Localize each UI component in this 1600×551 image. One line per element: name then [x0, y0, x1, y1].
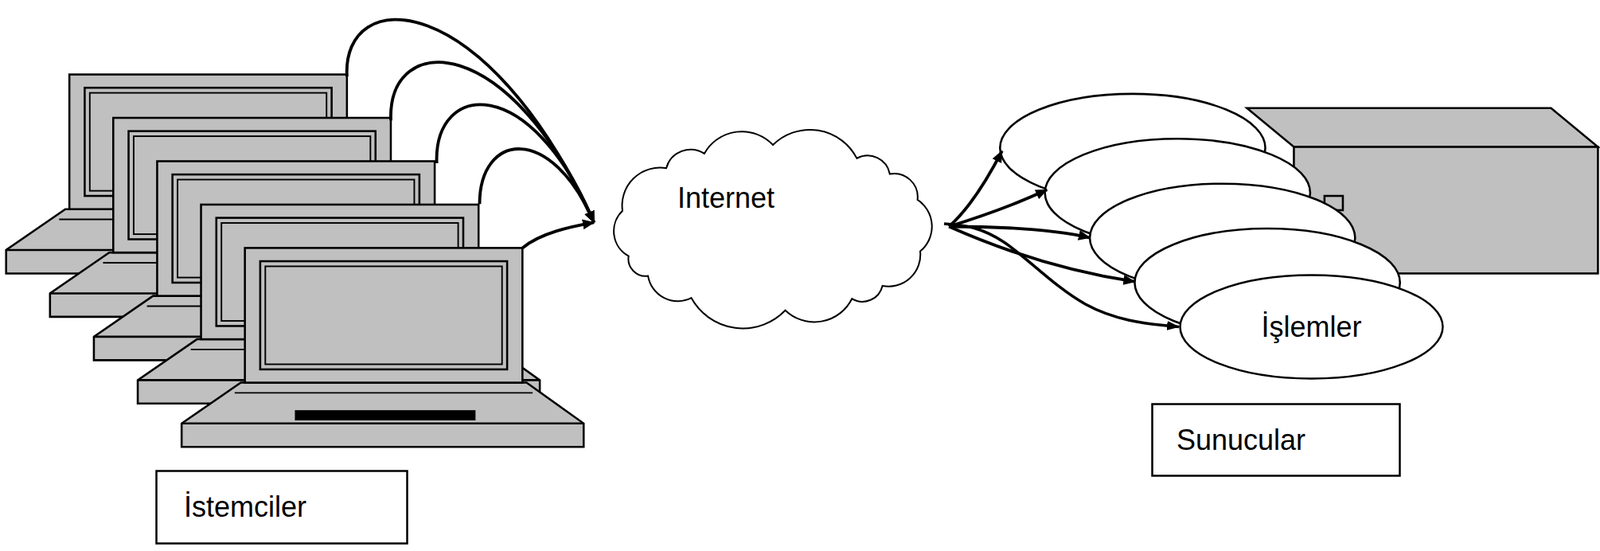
node-label: Internet [677, 181, 775, 215]
label-box: İstemciler [155, 469, 409, 545]
node-label: İşlemler [1260, 310, 1362, 344]
laptop-group [6, 74, 585, 448]
node-label: İstemciler [183, 490, 307, 523]
connector-arrow [944, 223, 1179, 328]
internet-cloud: Internet [601, 127, 945, 328]
label-box: Sunucular [1151, 402, 1401, 477]
process-ellipse: İşlemler [1178, 273, 1444, 380]
laptop [181, 247, 584, 447]
client-arrows [347, 19, 594, 249]
laptop [137, 204, 540, 404]
node-outline [601, 127, 945, 328]
server-arrows [948, 151, 1135, 282]
node-label: Sunucular [1176, 423, 1306, 457]
